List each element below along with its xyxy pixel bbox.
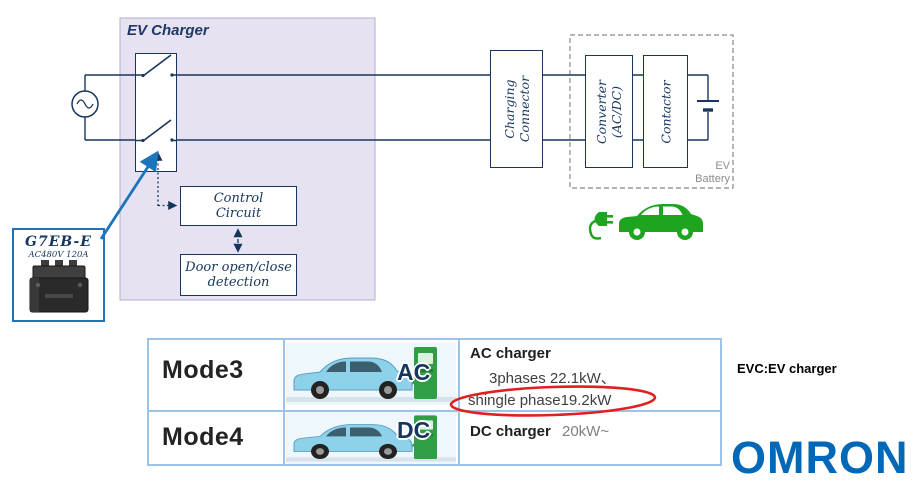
door-detection-label: Door open/close detection	[185, 259, 292, 290]
ev-charger-title: EV Charger	[127, 22, 209, 39]
relay-rating-label: AC480V 120A	[28, 250, 89, 260]
door-detection-box: Door open/close detection	[180, 254, 297, 296]
relay-model-label: G7EB-E	[25, 234, 92, 250]
mode4-label: Mode4	[162, 423, 244, 451]
ac-charger-detail-1: 3phases 22.1kW、	[489, 370, 616, 387]
control-circuit-label: Control Circuit	[213, 190, 264, 221]
dc-charger-spec: 20kW~	[562, 423, 610, 440]
evc-footnote: EVC:EV charger	[737, 361, 837, 376]
ac-source-icon	[71, 90, 99, 118]
mode3-label: Mode3	[162, 356, 244, 384]
mode-table-row-divider	[147, 410, 722, 412]
ac-charger-title: AC charger	[470, 345, 551, 362]
ac-charger-detail-2: shingle phase19.2kW	[468, 392, 612, 409]
relay-callout-box: G7EB-E AC480V 120A	[12, 228, 105, 322]
battery-symbol-icon	[697, 100, 719, 112]
omron-logo: OMRON	[731, 432, 909, 483]
control-circuit-box: Control Circuit	[180, 186, 297, 226]
converter-box: Converter (AC/DC)	[585, 55, 633, 168]
converter-label: Converter (AC/DC)	[594, 79, 624, 144]
dc-charger-title: DC charger	[470, 423, 551, 440]
mode-table-col-divider-1	[283, 338, 285, 466]
contactor-box: Contactor	[643, 55, 688, 168]
ev-battery-region	[569, 34, 734, 189]
relay-product-image	[29, 260, 89, 313]
charging-connector-label: Charging Connector	[501, 75, 532, 143]
ac-badge: AC	[397, 359, 431, 385]
charging-connector-box: Charging Connector	[490, 50, 543, 168]
relay-switch-box	[135, 53, 177, 172]
contactor-label: Contactor	[658, 79, 673, 144]
ev-car-icon	[588, 204, 703, 240]
mode-table	[147, 338, 722, 466]
dc-badge: DC	[397, 417, 431, 443]
mode-table-col-divider-2	[458, 338, 460, 466]
ev-battery-label: EV Battery	[695, 160, 730, 185]
